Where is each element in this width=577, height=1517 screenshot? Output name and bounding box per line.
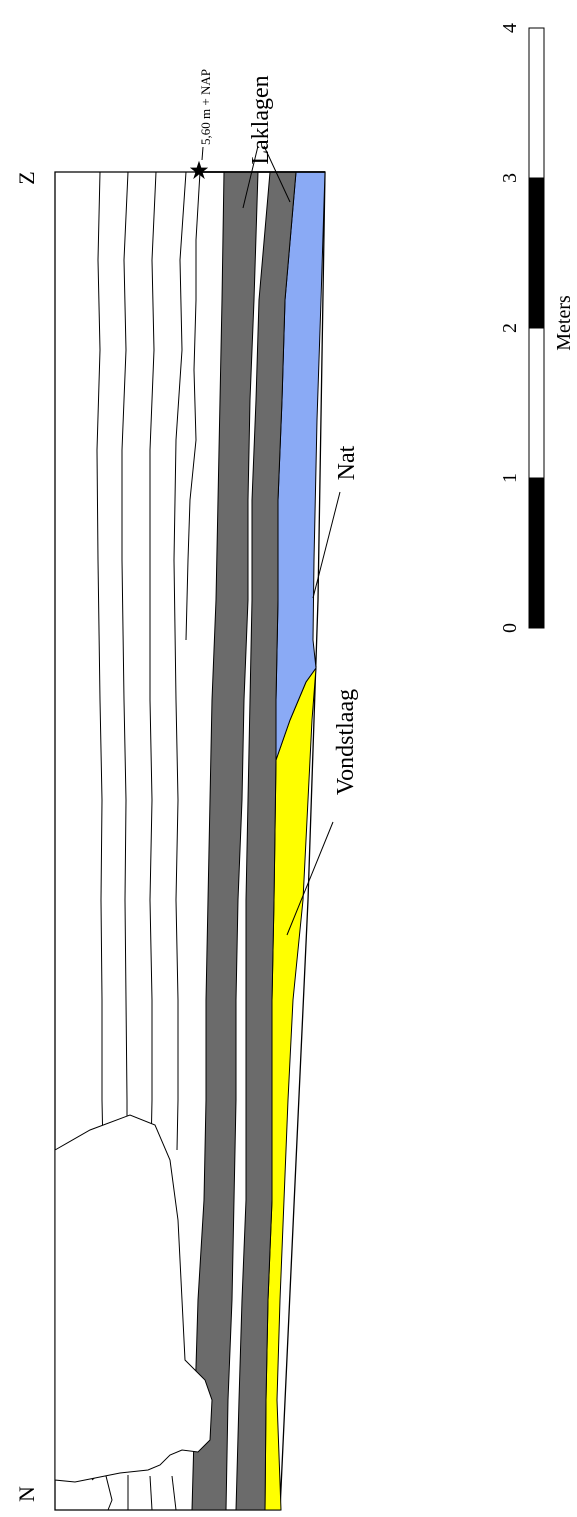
star-marker-icon: [189, 160, 209, 180]
scale-tick-4: 4: [499, 23, 521, 33]
elevation-label: 5,60 m + NAP: [198, 69, 213, 145]
scale-tick-3: 3: [499, 173, 521, 183]
south-label: Z: [14, 171, 39, 184]
scale-tick-0: 0: [499, 623, 521, 633]
scale-tick-2: 2: [499, 323, 521, 333]
stratigraphic-lines: [91, 171, 201, 1511]
scale-segment-3: [528, 177, 545, 329]
nat-label: Nat: [334, 445, 360, 480]
scale-unit-label: Meters: [553, 295, 575, 351]
laklagen-label: Laklagen: [248, 75, 274, 164]
scale-segment-1: [528, 477, 545, 629]
laklaag-2: [235, 171, 297, 1511]
laklaag-1: [191, 171, 259, 1511]
pit-feature: [54, 1114, 213, 1483]
leader-lines: [201, 145, 341, 936]
scale-segment-2: [528, 327, 545, 479]
vondstlaag-label: Vondstlaag: [333, 689, 359, 795]
scale-bar: 0 1 2 3 4 Meters: [499, 23, 575, 633]
scale-segment-4: [528, 27, 545, 179]
north-label: N: [14, 1486, 39, 1502]
scale-tick-1: 1: [499, 473, 521, 483]
